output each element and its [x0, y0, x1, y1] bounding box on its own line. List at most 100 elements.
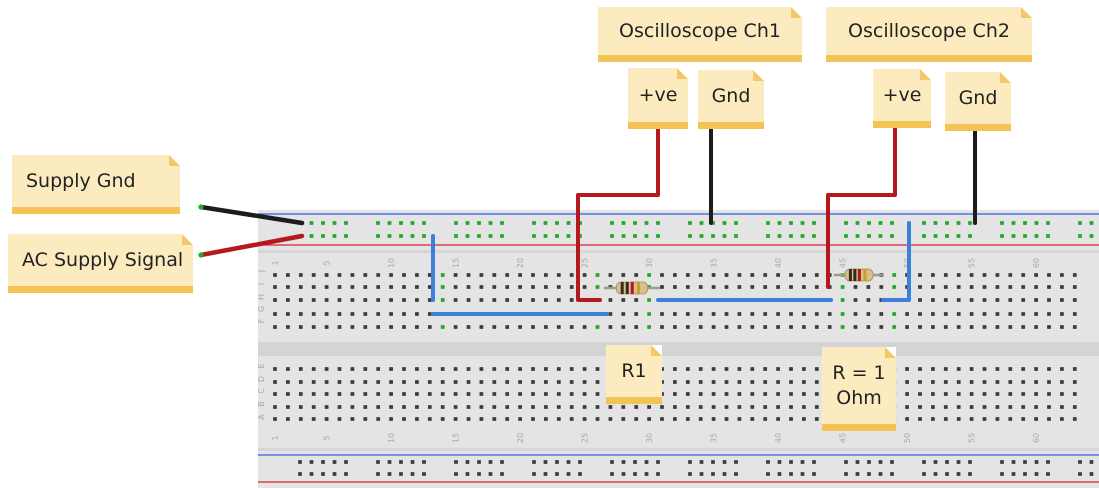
terminal-hole [505, 380, 510, 384]
column-number: 45 [839, 433, 848, 443]
terminal-hole [608, 417, 613, 421]
terminal-hole [737, 392, 742, 396]
rail-hole [500, 472, 504, 476]
column-number: 1 [271, 260, 280, 265]
terminal-hole [402, 405, 406, 409]
rail-hole [1000, 460, 1004, 464]
terminal-hole [956, 367, 961, 371]
terminal-hole [969, 405, 974, 409]
terminal-hole [956, 312, 961, 316]
terminal-hole [789, 417, 793, 421]
rail-hole [1023, 472, 1027, 476]
terminal-hole [582, 325, 587, 329]
terminal-hole [311, 285, 316, 289]
terminal-hole [531, 380, 535, 384]
column-number: 30 [645, 258, 654, 268]
terminal-hole [402, 367, 406, 371]
rail-hole [890, 472, 894, 476]
terminal-hole [595, 273, 600, 277]
terminal-hole [750, 285, 755, 289]
terminal-hole [1072, 312, 1077, 316]
terminal-hole [402, 273, 406, 277]
rail-hole [621, 221, 626, 225]
terminal-hole [440, 285, 445, 289]
terminal-hole [814, 285, 819, 289]
terminal-hole [402, 312, 406, 316]
terminal-hole [931, 417, 935, 421]
rail-hole [722, 221, 727, 225]
terminal-hole [737, 367, 742, 371]
rail-hole [922, 221, 926, 225]
terminal-hole [389, 325, 393, 329]
terminal-hole [376, 298, 381, 302]
terminal-hole [311, 417, 316, 421]
terminal-hole [956, 392, 961, 396]
terminal-hole [1008, 392, 1013, 396]
terminal-hole [531, 405, 535, 409]
terminal-hole [956, 285, 961, 289]
terminal-hole [905, 325, 909, 329]
rail-hole [722, 234, 727, 238]
terminal-hole [350, 417, 355, 421]
rail-hole [566, 472, 571, 476]
resistor-band [853, 269, 857, 281]
terminal-hole [376, 392, 381, 396]
column-number: 55 [968, 258, 977, 268]
rail-hole [656, 221, 660, 225]
terminal-hole [1021, 312, 1026, 316]
terminal-hole [479, 273, 484, 277]
rail-hole [621, 234, 626, 238]
terminal-hole [905, 367, 909, 371]
terminal-hole [1034, 273, 1038, 277]
terminal-hole [298, 405, 303, 409]
terminal-hole [337, 380, 342, 384]
terminal-hole [698, 405, 703, 409]
terminal-hole [311, 405, 316, 409]
rail-hole [532, 234, 536, 238]
ac-supply-signal-label: AC Supply Signal [8, 234, 193, 293]
terminal-hole [853, 285, 858, 289]
terminal-hole [402, 380, 406, 384]
terminal-hole [363, 405, 368, 409]
terminal-hole [931, 325, 935, 329]
rail-hole [1034, 234, 1039, 238]
ch2-positive-label: +ve [873, 69, 931, 128]
terminal-hole [273, 312, 277, 316]
rail-hole [1000, 472, 1004, 476]
terminal-hole [595, 285, 600, 289]
terminal-hole [724, 417, 729, 421]
terminal-hole [931, 392, 935, 396]
terminal-hole [789, 285, 793, 289]
rail-hole [555, 234, 559, 238]
rail-hole [1089, 460, 1094, 464]
terminal-hole [660, 417, 664, 421]
rail-hole [387, 472, 392, 476]
terminal-hole [1034, 298, 1038, 302]
rail-hole [1011, 234, 1016, 238]
terminal-hole [389, 298, 393, 302]
rail-hole [644, 234, 649, 238]
terminal-hole [931, 380, 935, 384]
terminal-hole [776, 273, 780, 277]
terminal-hole [1060, 298, 1064, 302]
terminal-hole [492, 392, 497, 396]
terminal-hole [673, 392, 677, 396]
terminal-hole [531, 417, 535, 421]
terminal-hole [505, 298, 510, 302]
terminal-hole [415, 392, 419, 396]
terminal-hole [776, 325, 780, 329]
terminal-hole [995, 417, 1000, 421]
terminal-hole [324, 325, 329, 329]
supply-gnd-label: Supply Gnd [12, 155, 180, 214]
terminal-hole [311, 312, 316, 316]
rail-hole [789, 234, 793, 238]
column-number: 60 [1032, 433, 1041, 443]
terminal-hole [582, 285, 587, 289]
rail-hole [477, 221, 481, 225]
terminal-hole [750, 380, 755, 384]
rail-hole [321, 221, 325, 225]
rail-hole [399, 460, 403, 464]
rail-hole [500, 221, 504, 225]
terminal-hole [1021, 273, 1026, 277]
